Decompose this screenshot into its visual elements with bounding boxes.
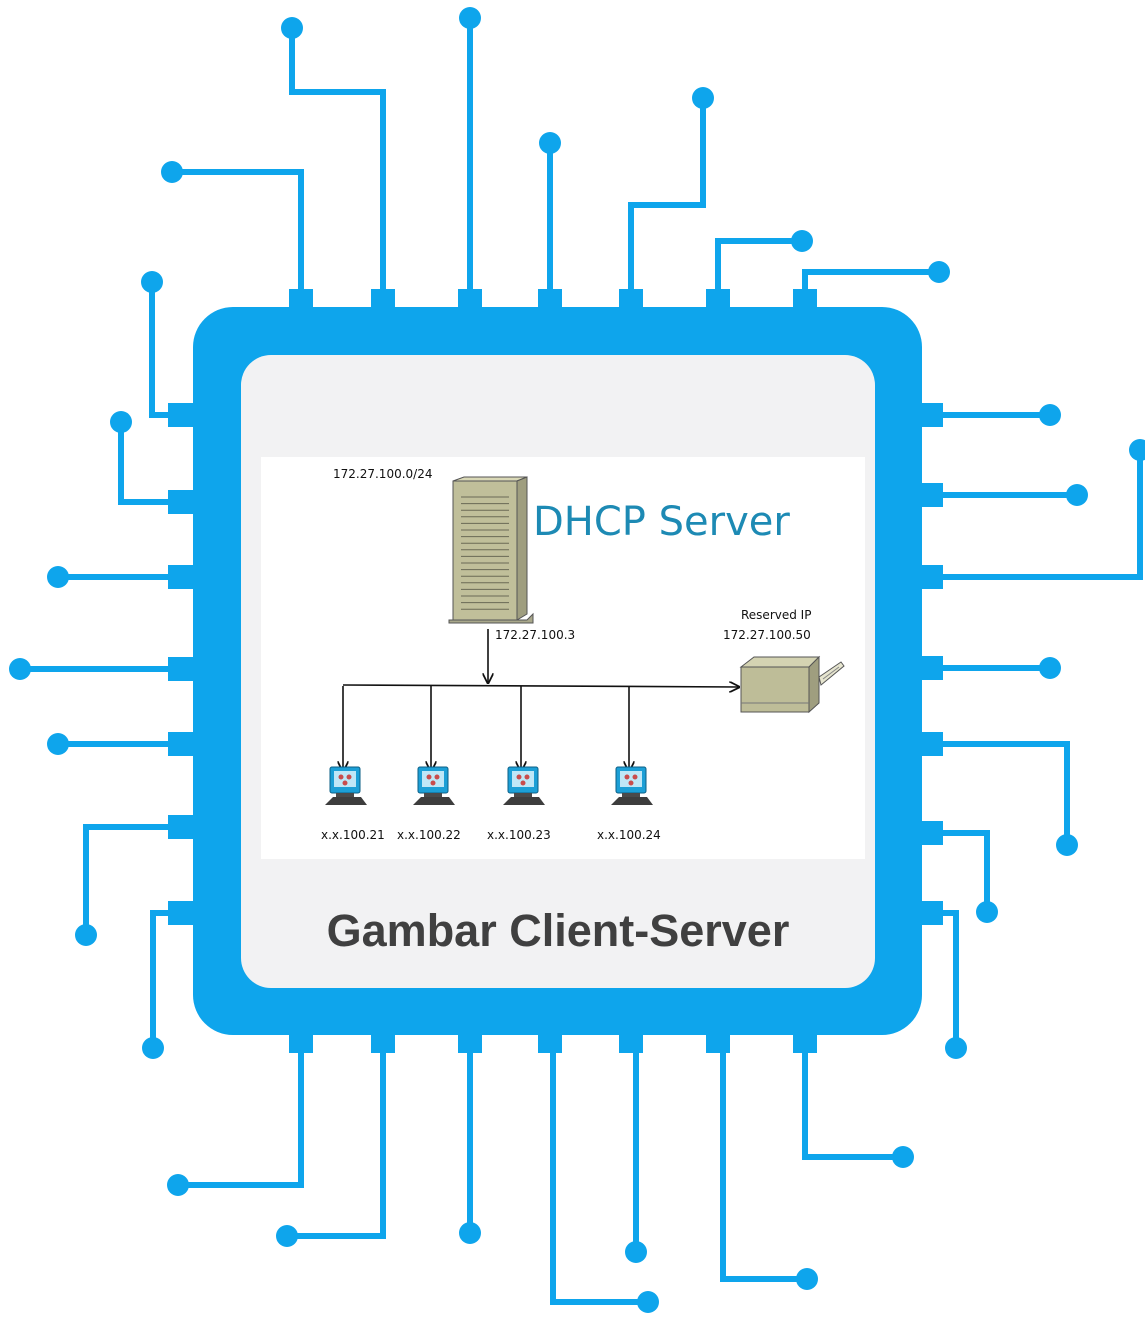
server-icon	[448, 476, 534, 624]
trace-node	[976, 901, 998, 923]
chip-pin	[168, 403, 196, 427]
circuit-trace	[930, 830, 990, 912]
reserved-label: Reserved IP	[741, 608, 811, 622]
trace-node	[142, 1037, 164, 1059]
trace-node	[9, 658, 31, 680]
circuit-trace	[930, 450, 1143, 580]
trace-node	[539, 132, 561, 154]
circuit-trace	[715, 238, 802, 298]
chip-pin	[538, 1031, 562, 1053]
circuit-trace	[149, 282, 180, 418]
trace-node	[791, 230, 813, 252]
chip-pin	[168, 490, 196, 514]
chip-pin	[168, 901, 196, 925]
chip-pin	[168, 732, 196, 756]
client-computer-icon	[611, 766, 653, 805]
chip-pin	[793, 1031, 817, 1053]
circuit-trace	[150, 910, 180, 1048]
client-ip-label: x.x.100.21	[321, 828, 385, 842]
chip-pin	[919, 732, 943, 756]
trace-node	[459, 7, 481, 29]
trace-node	[928, 261, 950, 283]
chip-pin	[919, 403, 943, 427]
client-computer-icon	[503, 766, 545, 805]
chip-pin	[706, 289, 730, 311]
chip-pin	[919, 901, 943, 925]
chip-pin	[458, 289, 482, 311]
reserved-ip: 172.27.100.50	[723, 628, 811, 642]
client-computer-icon	[325, 766, 367, 805]
client-ip-label: x.x.100.23	[487, 828, 551, 842]
circuit-trace	[178, 1044, 304, 1188]
chip-pin	[289, 1031, 313, 1053]
subnet-label: 172.27.100.0/24	[333, 467, 432, 481]
server-ip: 172.27.100.3	[495, 628, 575, 642]
trace-node	[1066, 484, 1088, 506]
chip-pin	[168, 657, 196, 681]
trace-node	[1129, 439, 1145, 461]
chip-pin	[619, 289, 643, 311]
chip-pin	[793, 289, 817, 311]
caption-title: Gambar Client-Server	[326, 905, 790, 956]
circuit-trace	[628, 98, 706, 298]
circuit-trace	[83, 824, 180, 935]
trace-node	[167, 1174, 189, 1196]
printer-icon	[739, 655, 845, 714]
network-bus-arrow	[342, 685, 739, 687]
trace-node	[141, 271, 163, 293]
trace-node	[625, 1241, 647, 1263]
chip-pin	[168, 565, 196, 589]
trace-node	[75, 924, 97, 946]
trace-node	[276, 1225, 298, 1247]
network-links	[342, 629, 739, 687]
chip-pin	[919, 483, 943, 507]
trace-node	[1039, 657, 1061, 679]
trace-node	[692, 87, 714, 109]
circuit-trace	[720, 1044, 807, 1282]
chip-pin	[919, 821, 943, 845]
circuit-trace	[930, 741, 1070, 845]
trace-node	[1056, 834, 1078, 856]
client-ip-label: x.x.100.24	[597, 828, 661, 842]
chip-pin	[371, 289, 395, 311]
trace-node	[161, 161, 183, 183]
trace-node	[459, 1222, 481, 1244]
client-ip-label: x.x.100.22	[397, 828, 461, 842]
trace-node	[47, 566, 69, 588]
trace-node	[47, 733, 69, 755]
trace-node	[1039, 404, 1061, 426]
trace-node	[281, 17, 303, 39]
circuit-trace	[550, 1044, 648, 1305]
circuit-trace	[802, 1044, 903, 1160]
client-list: x.x.100.21 x.x.100.22 x.x.100.23 x.x.100.24	[321, 766, 661, 842]
chip-pin	[919, 656, 943, 680]
network-diagram: 172.27.100.0/24 DHCP Server 172.27.100.3…	[261, 457, 865, 859]
circuit-trace	[118, 422, 180, 505]
chip-pin	[371, 1031, 395, 1053]
client-drops	[343, 686, 629, 771]
chip-pin	[706, 1031, 730, 1053]
chip-pin	[619, 1031, 643, 1053]
chip-pin	[458, 1031, 482, 1053]
chip-pin	[168, 815, 196, 839]
trace-node	[945, 1037, 967, 1059]
circuit-trace	[172, 169, 304, 298]
circuit-trace	[802, 269, 939, 298]
circuit-trace	[930, 910, 959, 1048]
circuit-trace	[287, 1044, 386, 1239]
chip-pin	[289, 289, 313, 311]
circuit-trace	[289, 28, 386, 298]
client-computer-icon	[413, 766, 455, 805]
chip-pin	[538, 289, 562, 311]
trace-node	[110, 411, 132, 433]
trace-node	[796, 1268, 818, 1290]
trace-node	[892, 1146, 914, 1168]
chip-pin	[919, 565, 943, 589]
trace-node	[637, 1291, 659, 1313]
server-title: DHCP Server	[533, 499, 790, 545]
